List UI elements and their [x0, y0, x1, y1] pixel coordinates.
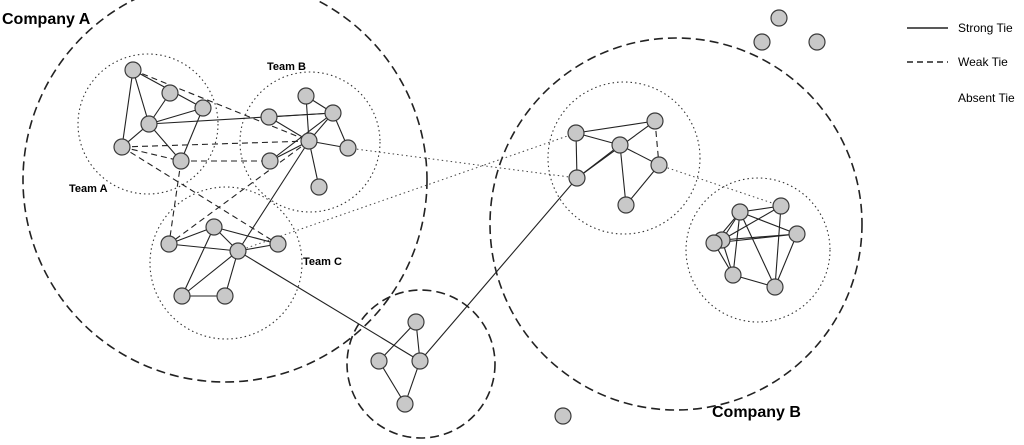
company-boundaries — [22, 0, 863, 439]
strong-tie-edge — [732, 211, 741, 276]
strong-tie-edge — [576, 144, 621, 179]
node-team-a-2[interactable] — [161, 84, 179, 102]
legend-weak-label: Weak Tie — [958, 55, 1008, 69]
strong-tie-edge — [237, 140, 310, 252]
bridge-group-boundary — [346, 289, 496, 439]
legend-absent-label: Absent Tie — [958, 91, 1015, 105]
company-b-team-2-boundary — [685, 177, 831, 323]
strong-tie-edge — [774, 233, 798, 288]
node-bridge-2[interactable] — [411, 352, 429, 370]
node-b-team-2-1[interactable] — [731, 203, 749, 221]
node-team-c-1[interactable] — [205, 218, 223, 236]
team-c-boundary — [149, 186, 303, 340]
network-edges — [121, 69, 798, 405]
node-team-b-7[interactable] — [310, 178, 328, 196]
strong-tie-edge — [181, 226, 215, 297]
company-a-label: Company A — [2, 11, 91, 28]
absent-tie-edge — [347, 147, 578, 179]
absent-tie-edge — [658, 164, 782, 207]
node-isolated-4[interactable] — [554, 407, 572, 425]
node-team-c-2[interactable] — [160, 235, 178, 253]
team-b-boundary — [239, 71, 381, 213]
strong-tie-edge — [619, 144, 627, 206]
node-b-team-2-5[interactable] — [705, 234, 723, 252]
node-team-c-5[interactable] — [173, 287, 191, 305]
node-b-team-1-3[interactable] — [611, 136, 629, 154]
strong-tie-edge — [739, 211, 776, 288]
strong-tie-edge — [575, 120, 656, 134]
strong-tie-edge — [268, 112, 334, 118]
team-c-label: Team C — [303, 256, 342, 268]
node-team-b-4[interactable] — [324, 104, 342, 122]
node-team-b-6[interactable] — [339, 139, 357, 157]
node-b-team-1-5[interactable] — [568, 169, 586, 187]
strong-tie-edge — [419, 177, 578, 362]
weak-tie-edge — [168, 140, 310, 245]
strong-tie-edge — [237, 250, 421, 362]
strong-tie-edge — [774, 205, 782, 288]
node-team-a-5[interactable] — [113, 138, 131, 156]
node-team-b-5[interactable] — [261, 152, 279, 170]
node-team-a-4[interactable] — [194, 99, 212, 117]
absent-tie-edge — [237, 132, 577, 252]
node-b-team-1-4[interactable] — [650, 156, 668, 174]
strong-tie-edge — [168, 243, 239, 252]
node-team-c-3[interactable] — [269, 235, 287, 253]
node-team-b-3[interactable] — [300, 132, 318, 150]
node-b-team-2-7[interactable] — [766, 278, 784, 296]
node-team-c-6[interactable] — [216, 287, 234, 305]
node-team-c-4[interactable] — [229, 242, 247, 260]
node-isolated-2[interactable] — [753, 33, 771, 51]
node-b-team-1-1[interactable] — [567, 124, 585, 142]
node-b-team-1-6[interactable] — [617, 196, 635, 214]
weak-tie-edge — [121, 146, 182, 162]
strong-tie-edge — [721, 205, 782, 241]
team-a-label: Team A — [69, 183, 108, 195]
strong-tie-edge — [132, 69, 150, 125]
node-isolated-3[interactable] — [808, 33, 826, 51]
company-b-boundary — [489, 37, 863, 411]
node-bridge-1[interactable] — [407, 313, 425, 331]
company-b-label: Company B — [712, 404, 801, 421]
node-b-team-2-2[interactable] — [772, 197, 790, 215]
node-team-a-3[interactable] — [140, 115, 158, 133]
weak-tie-edge — [168, 160, 182, 245]
company-a-boundary — [22, 0, 428, 383]
node-team-b-1[interactable] — [297, 87, 315, 105]
strong-tie-edge — [739, 211, 798, 235]
strong-tie-edge — [625, 164, 660, 206]
node-b-team-2-4[interactable] — [788, 225, 806, 243]
strong-tie-edge — [180, 107, 204, 162]
team-b-label: Team B — [267, 61, 306, 73]
node-isolated-1[interactable] — [770, 9, 788, 27]
node-bridge-4[interactable] — [396, 395, 414, 413]
team-a-boundary — [77, 53, 219, 195]
company-b-team-1-boundary — [547, 81, 701, 235]
strong-tie-edge — [181, 250, 239, 297]
node-bridge-3[interactable] — [370, 352, 388, 370]
network-nodes — [113, 9, 826, 425]
strong-tie-edge — [213, 226, 279, 245]
node-team-a-1[interactable] — [124, 61, 142, 79]
weak-tie-edge — [121, 146, 279, 245]
legend: Strong Tie Weak Tie Absent Tie — [907, 21, 1015, 105]
strong-tie-edge — [148, 107, 204, 125]
weak-tie-edge — [121, 140, 310, 148]
node-team-b-2[interactable] — [260, 108, 278, 126]
strong-tie-edge — [121, 69, 134, 148]
node-b-team-1-2[interactable] — [646, 112, 664, 130]
diagram-labels: Company A Company B Team A Team B Team C — [2, 11, 801, 421]
legend-strong-label: Strong Tie — [958, 21, 1013, 35]
weak-tie-edge — [654, 120, 660, 166]
strong-tie-edge — [378, 321, 417, 362]
weak-tie-edge — [132, 69, 310, 142]
node-b-team-2-6[interactable] — [724, 266, 742, 284]
node-team-a-6[interactable] — [172, 152, 190, 170]
team-boundaries — [77, 53, 831, 340]
